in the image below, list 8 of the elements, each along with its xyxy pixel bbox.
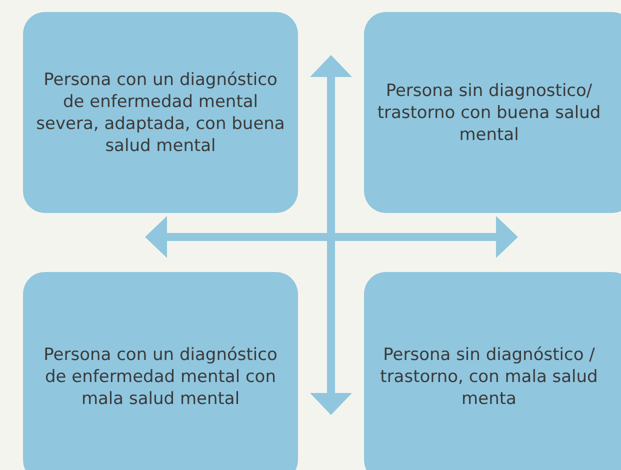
quadrant-box — [364, 272, 621, 470]
quadrant-text: Persona con un diagnóstico de enfermedad mental con mala salud mental — [42, 344, 278, 410]
quadrant-box — [23, 272, 298, 470]
quadrant-text: Persona sin diagnóstico / trastorno, con mala salud menta — [379, 344, 599, 410]
quadrant-text: Persona con un diagnóstico de enfermedad mental severa, adaptada, con buena salud mental — [35, 68, 286, 156]
quadrant-text: Persona sin diagnostico/ trastorno con buena salud mental — [376, 80, 602, 146]
quadrant-box — [364, 12, 621, 213]
quadrant-box — [23, 12, 298, 213]
